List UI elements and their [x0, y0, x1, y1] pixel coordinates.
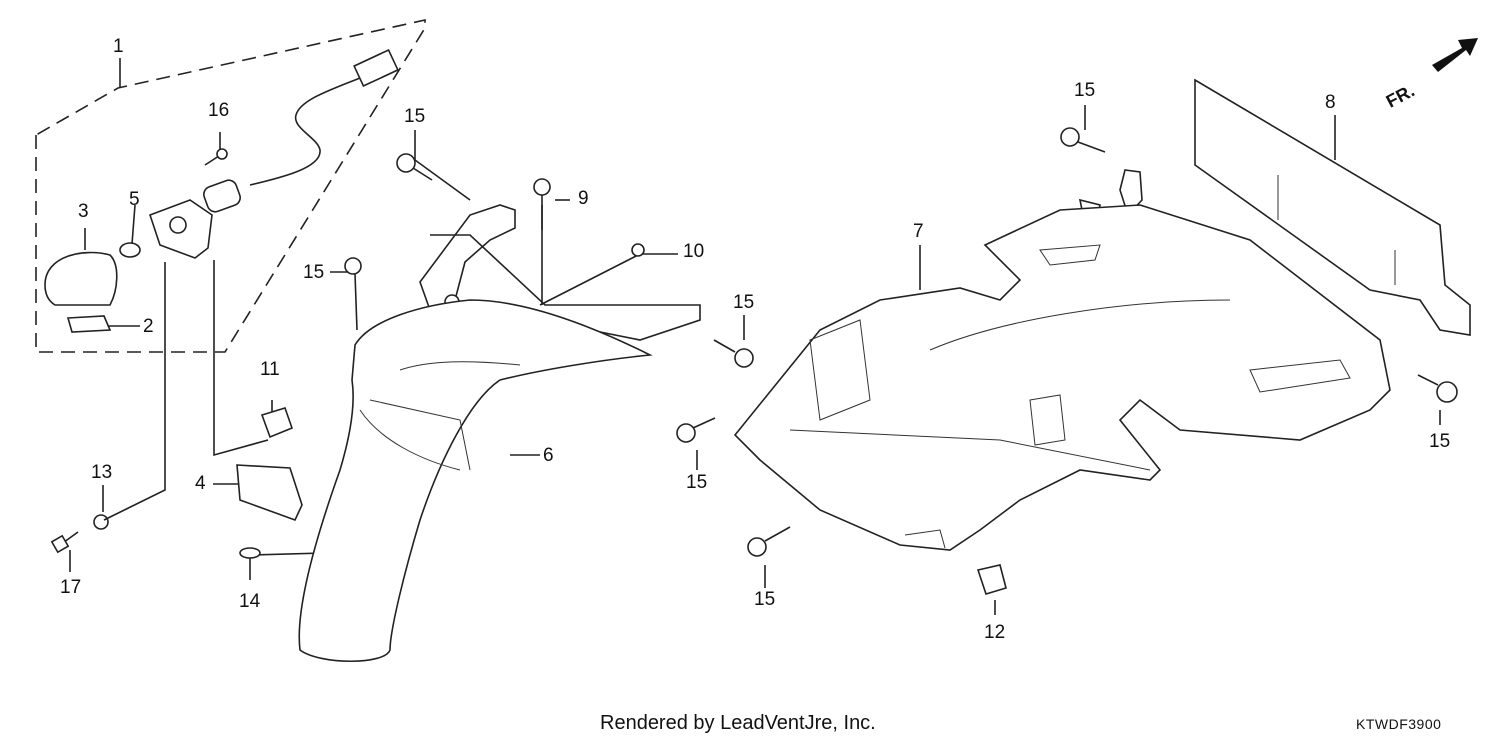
callout-17: 17: [60, 577, 82, 598]
callout-10: 10: [683, 241, 705, 262]
callout-15-bracket-top: 15: [404, 106, 426, 127]
callout-15-center: 15: [733, 292, 755, 313]
callout-5: 5: [129, 189, 140, 210]
callout-14: 14: [239, 591, 261, 612]
license-light-harness: [203, 48, 399, 213]
small-parts: [236, 169, 1143, 595]
license-light-lens: [44, 199, 213, 333]
callout-11: 11: [260, 359, 280, 380]
flange-bolts: [344, 127, 1458, 557]
callout-15-bottom: 15: [754, 589, 776, 610]
callout-3: 3: [78, 201, 89, 222]
callout-7: 7: [913, 221, 924, 242]
callout-9: 9: [578, 188, 589, 209]
callout-1: 1: [113, 36, 124, 57]
callout-15-lower-center: 15: [686, 472, 708, 493]
callout-16: 16: [208, 100, 230, 121]
callout-2: 2: [143, 316, 154, 337]
callout-6: 6: [543, 445, 554, 466]
callout-4: 4: [195, 473, 206, 494]
front-direction-arrow: [1432, 38, 1478, 72]
seal-sheet-part-8: [1194, 78, 1471, 336]
screws: [50, 148, 228, 554]
callout-13: 13: [91, 462, 113, 483]
callout-15-right: 15: [1429, 431, 1451, 452]
callout-12: 12: [984, 622, 1006, 643]
callout-15-top-right: 15: [1074, 80, 1096, 101]
diagram-code: KTWDF3900: [1356, 716, 1442, 732]
rear-fender-part-6: [298, 299, 653, 662]
inner-fender-part-7: [733, 204, 1391, 551]
render-credit: Rendered by LeadVentJre, Inc.: [600, 712, 876, 734]
callout-15-bracket-left: 15: [303, 262, 325, 283]
callout-8: 8: [1325, 92, 1336, 113]
kit-box-outline: [35, 19, 426, 353]
